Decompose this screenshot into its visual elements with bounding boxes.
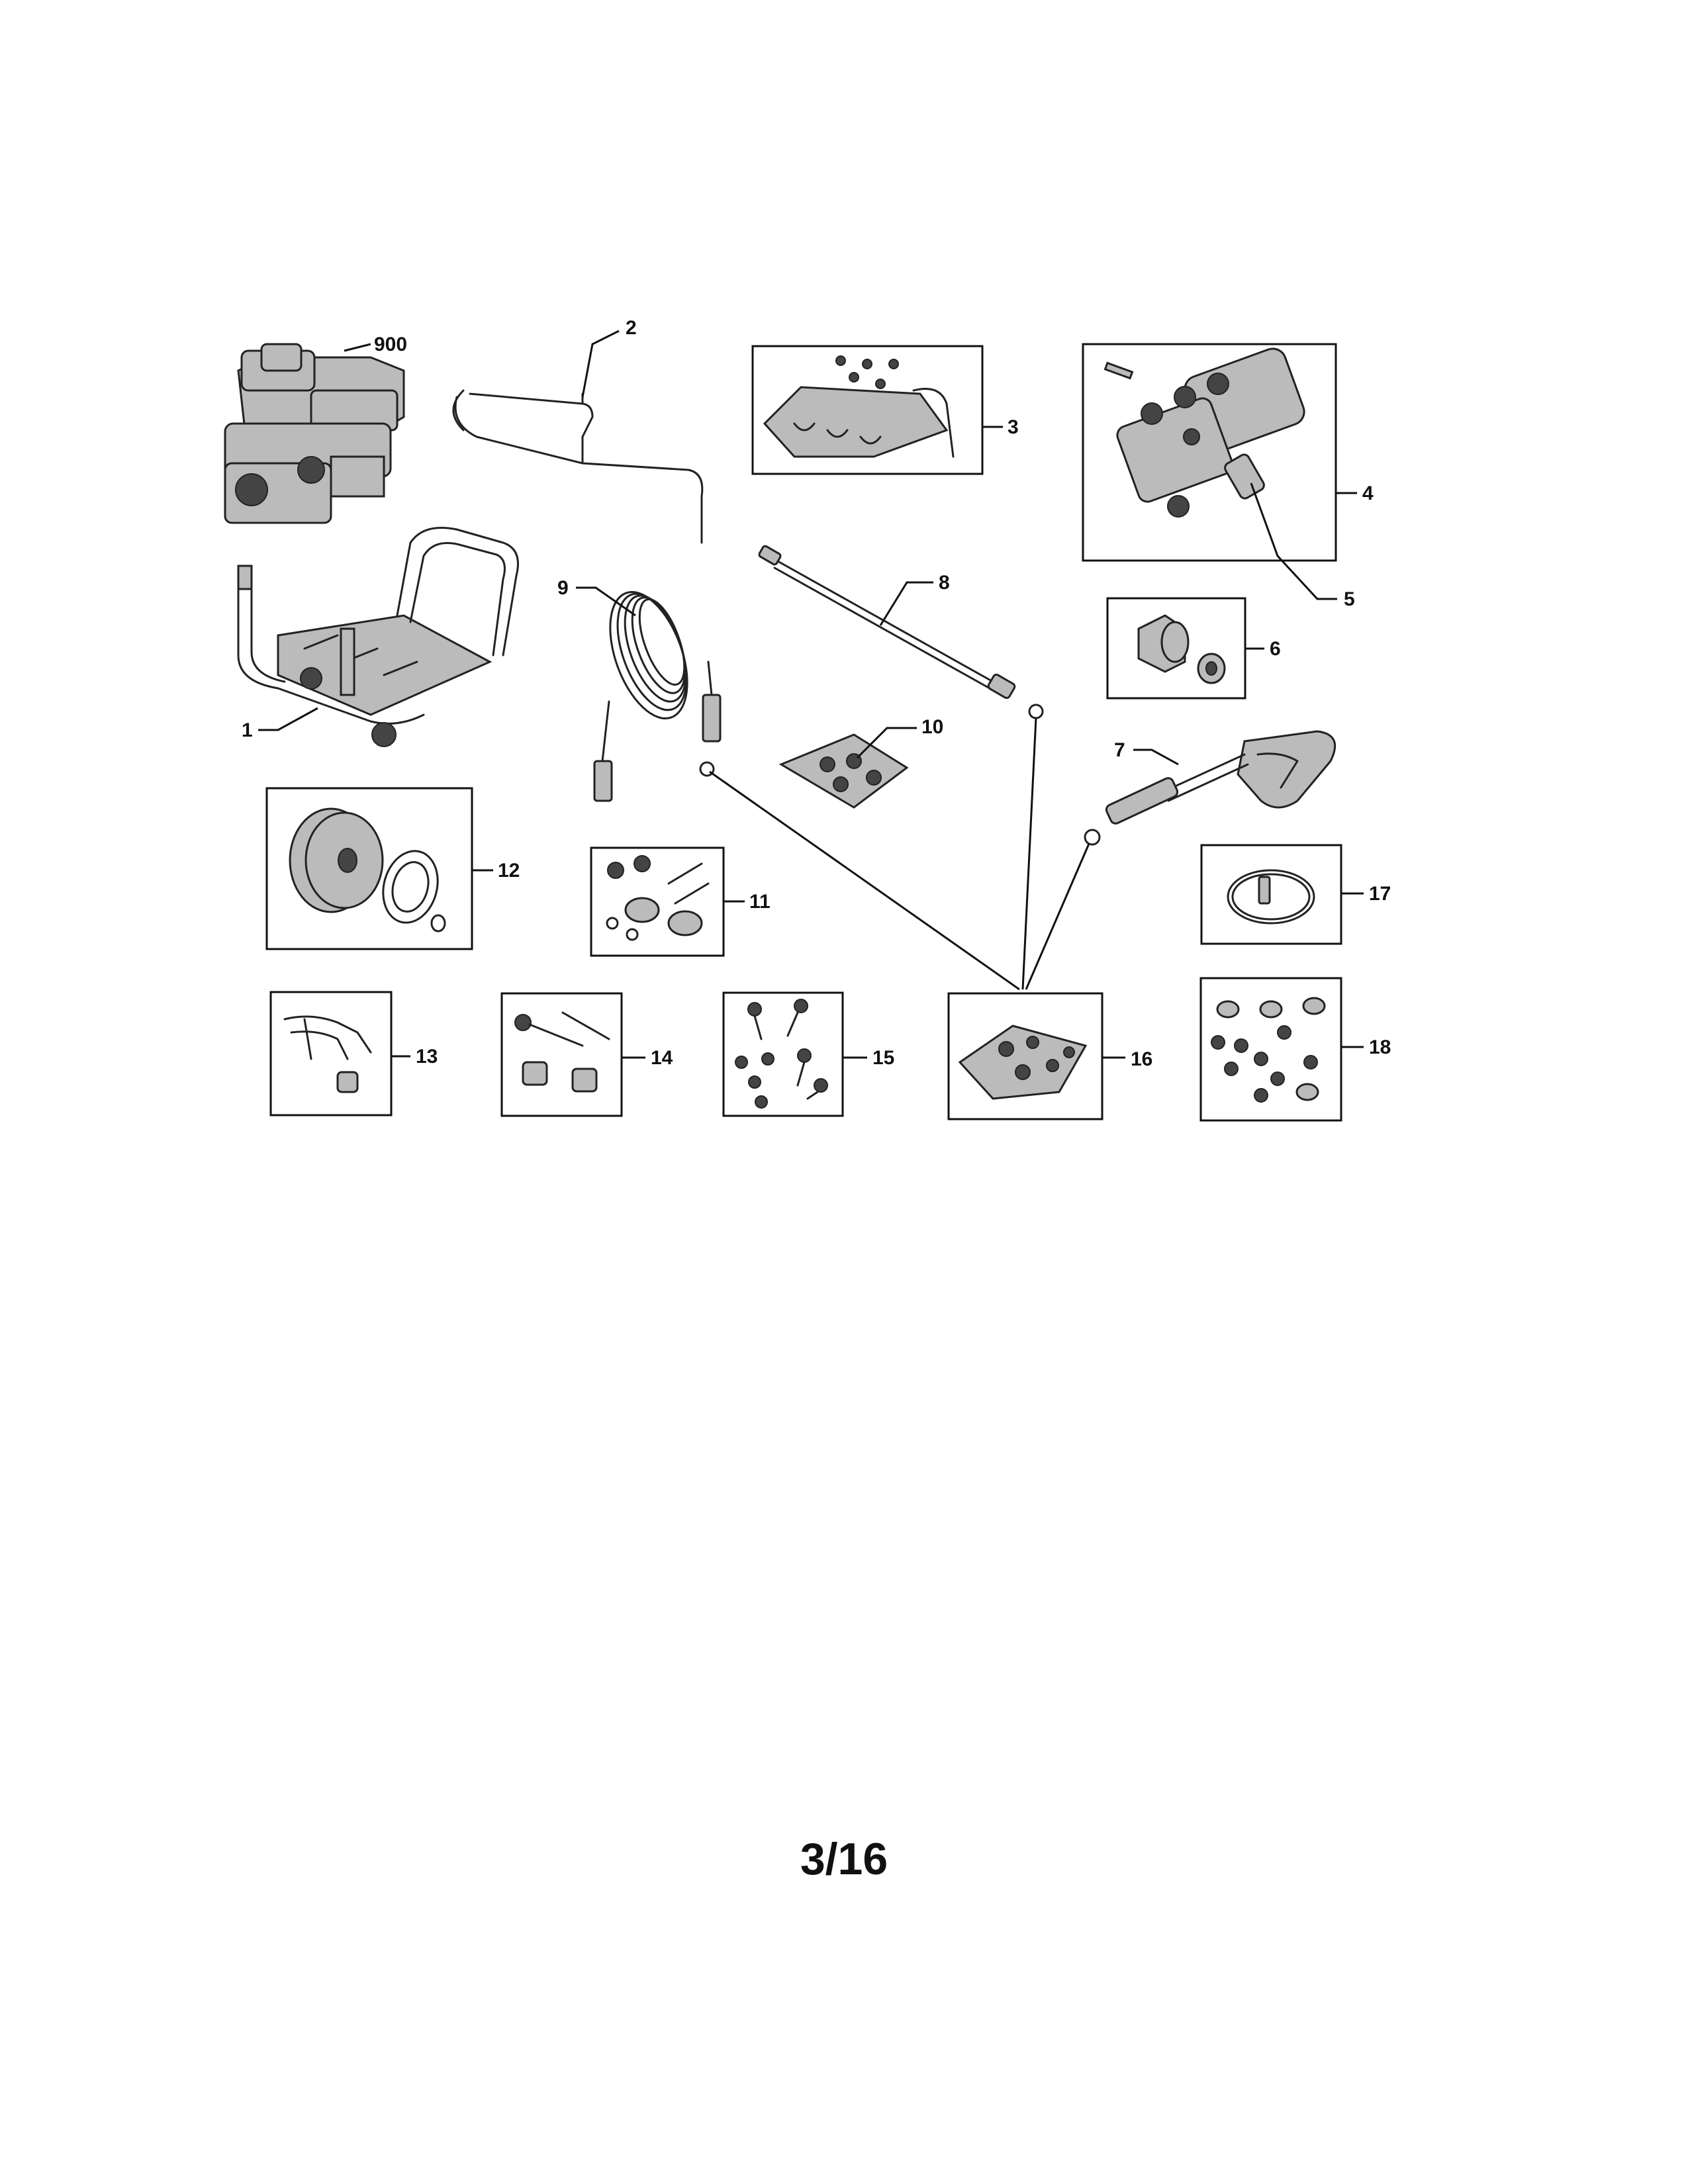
label-panel-kit: 3 [1008, 416, 1019, 438]
wand-leader [879, 581, 933, 626]
bolt-kit-box [500, 992, 623, 1117]
belt-kit-drawing [1227, 869, 1315, 925]
frame-leader [258, 707, 318, 731]
inlet-fitting-leader [1250, 482, 1337, 600]
label-wheel-kit: 12 [498, 860, 520, 882]
clip-kit-box [269, 991, 393, 1116]
wand-drawing [758, 545, 1044, 719]
hose-drawing [593, 590, 722, 802]
foot-kit-drawing [1211, 997, 1326, 1103]
label-foot-kit: 18 [1369, 1036, 1391, 1058]
panel-kit-drawing [763, 355, 955, 458]
label-handle: 2 [626, 317, 637, 339]
spray-gun-leader [1133, 749, 1179, 766]
mount-kit-drawing [606, 855, 710, 941]
wheel-kit-box [265, 787, 473, 950]
oring-kit-leader-hose [709, 770, 1020, 991]
pump-box [1082, 343, 1337, 562]
engine-drawing [224, 343, 405, 524]
screw-kit-box [722, 991, 844, 1117]
panel-kit-box [751, 345, 984, 475]
page-number: 3/16 [800, 1834, 888, 1884]
oring-kit-box [947, 992, 1103, 1120]
label-fitting-kit: 6 [1270, 638, 1281, 660]
oring-kit-leader-gun [1025, 843, 1090, 990]
hose-leader [576, 586, 636, 617]
clip-kit-drawing [283, 1015, 372, 1093]
oring-kit-leader-wand [1021, 717, 1037, 990]
label-hose: 9 [557, 577, 569, 599]
handle-drawing [454, 392, 704, 544]
nozzle-kit-leader [856, 727, 917, 759]
handle-leader [581, 330, 620, 398]
label-clip-kit: 13 [416, 1046, 438, 1068]
label-oring-kit: 16 [1131, 1048, 1152, 1070]
label-engine: 900 [374, 334, 407, 355]
label-inlet-fitting: 5 [1344, 588, 1355, 610]
label-belt-kit: 17 [1369, 883, 1391, 905]
label-spray-gun: 7 [1114, 739, 1125, 761]
frame-drawing [237, 527, 519, 747]
bolt-kit-drawing [514, 1011, 610, 1093]
label-mount-kit: 11 [749, 891, 771, 913]
label-frame: 1 [242, 719, 253, 741]
foot-kit-box [1199, 977, 1342, 1122]
oring-kit-drawing [958, 1024, 1088, 1100]
screw-kit-drawing [735, 999, 828, 1109]
pump-drawing [1103, 347, 1305, 518]
label-nozzle-kit: 10 [921, 716, 943, 738]
label-screw-kit: 15 [872, 1047, 894, 1069]
label-pump: 4 [1362, 482, 1374, 504]
nozzle-kit-drawing [778, 733, 909, 809]
fitting-kit-drawing [1137, 614, 1226, 684]
spray-gun-drawing [1084, 730, 1336, 846]
label-bolt-kit: 14 [651, 1047, 673, 1069]
belt-kit-box [1200, 844, 1342, 945]
label-wand: 8 [939, 572, 950, 594]
wheel-kit-drawing [289, 807, 446, 933]
engine-leader [344, 343, 371, 352]
